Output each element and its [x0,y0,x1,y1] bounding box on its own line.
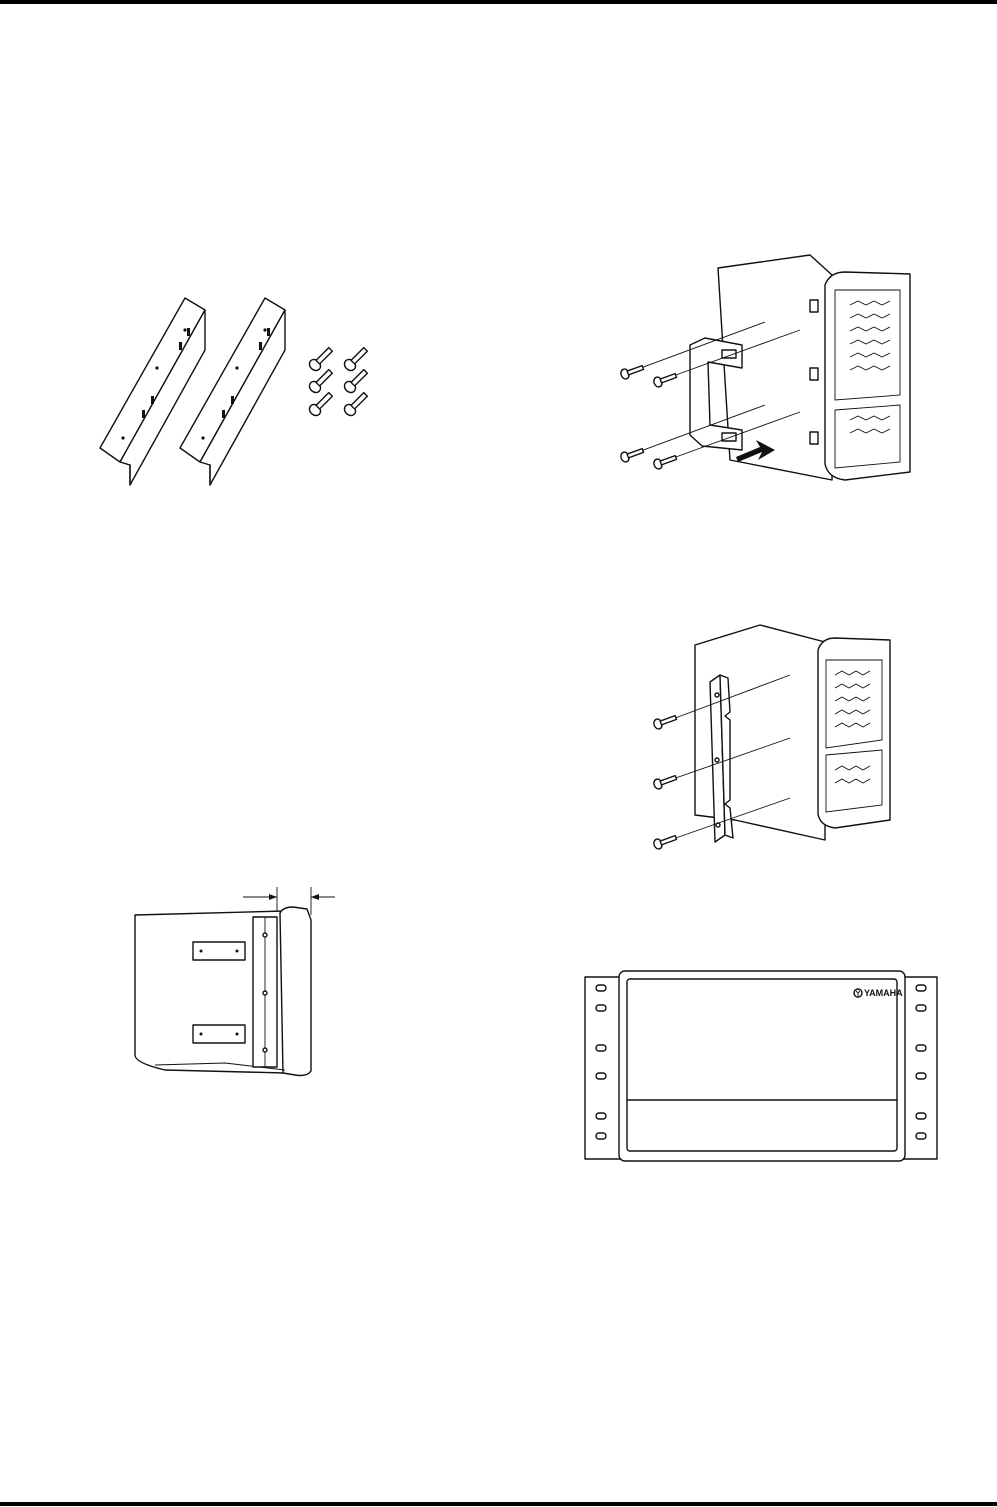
bottom-rule [0,1502,997,1506]
rack-angle-illustration [253,917,277,1067]
unit-body-illustration [135,907,311,1076]
screw-set-icon [653,713,678,850]
logo-text: YAMAHA [864,988,903,998]
figure-kit-contents [95,290,385,495]
figure-side-view [125,885,340,1080]
rack-angle-illustration [100,298,205,485]
top-rule [0,0,997,4]
screw-set-icon [620,363,678,470]
figure-remove-handle [610,250,920,485]
screw-set-icon [307,345,370,418]
figure-front-view: YAMAHA [583,968,939,1164]
rack-ear-left [585,977,623,1159]
figure-attach-rack-angle [640,620,900,860]
unit-body-illustration [718,255,910,480]
unit-front-panel [619,971,905,1161]
